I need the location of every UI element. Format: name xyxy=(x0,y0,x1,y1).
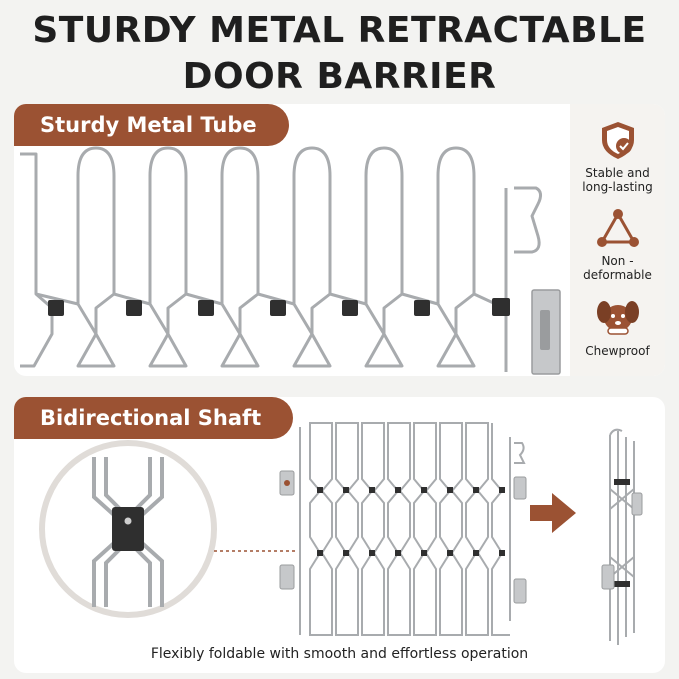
bidirectional-shaft-panel: Bidirectional Shaft xyxy=(14,397,665,673)
shield-check-icon xyxy=(601,122,634,159)
page-title-line-2: DOOR BARRIER xyxy=(182,56,497,97)
triangle-nodes-icon xyxy=(596,209,639,247)
sturdy-tube-panel: Sturdy Metal Tube Stable and long-lastin… xyxy=(14,104,665,376)
sturdy-tube-tag: Sturdy Metal Tube xyxy=(14,104,289,146)
feature-stable: Stable and long-lasting xyxy=(570,118,665,194)
feature-chewproof-label: Chewproof xyxy=(585,344,650,358)
page-title-line-1: STURDY METAL RETRACTABLE xyxy=(32,10,647,51)
dog-bone-icon xyxy=(596,301,639,335)
feature-nondeformable-label-1: Non - xyxy=(601,254,634,268)
feature-chewproof: Chewproof xyxy=(570,296,665,358)
feature-column: Stable and long-lasting Non - deformable xyxy=(570,104,665,376)
feature-nondeformable-label-2: deformable xyxy=(583,268,652,282)
feature-stable-label-2: long-lasting xyxy=(582,180,653,194)
feature-nondeformable: Non - deformable xyxy=(570,206,665,282)
caption: Flexibly foldable with smooth and effort… xyxy=(150,646,529,662)
right-arrow-icon xyxy=(530,493,576,533)
metal-tube-illustration xyxy=(20,146,561,375)
bidirectional-shaft-tag: Bidirectional Shaft xyxy=(14,397,294,439)
shaft-illustration xyxy=(39,422,643,645)
feature-stable-label-1: Stable and xyxy=(585,166,650,180)
